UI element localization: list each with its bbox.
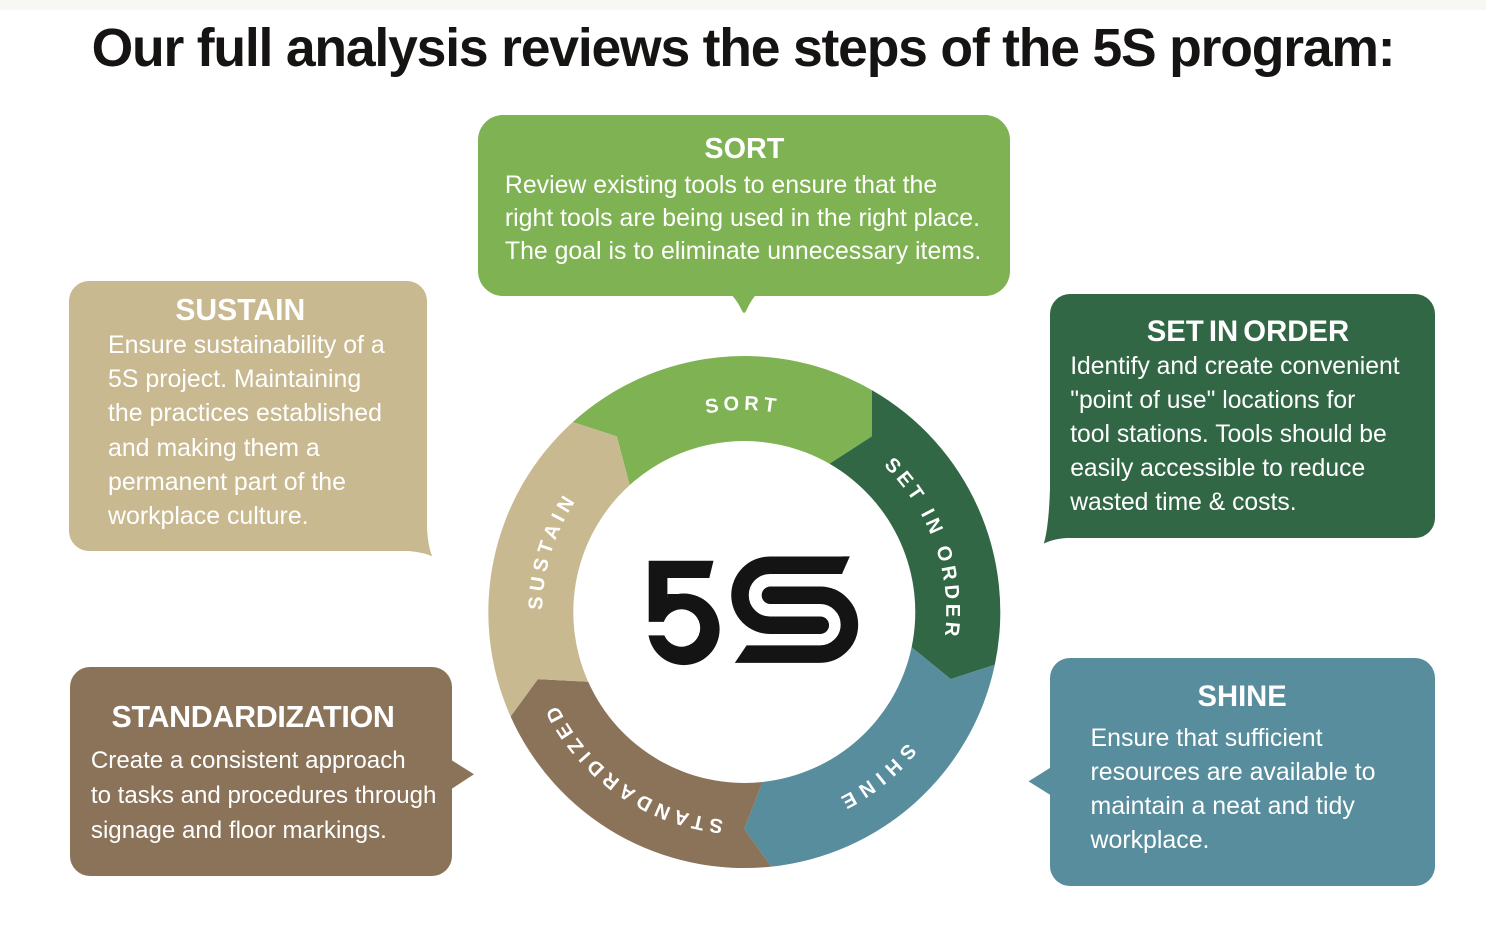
svg-text:SORT: SORT (704, 393, 782, 419)
